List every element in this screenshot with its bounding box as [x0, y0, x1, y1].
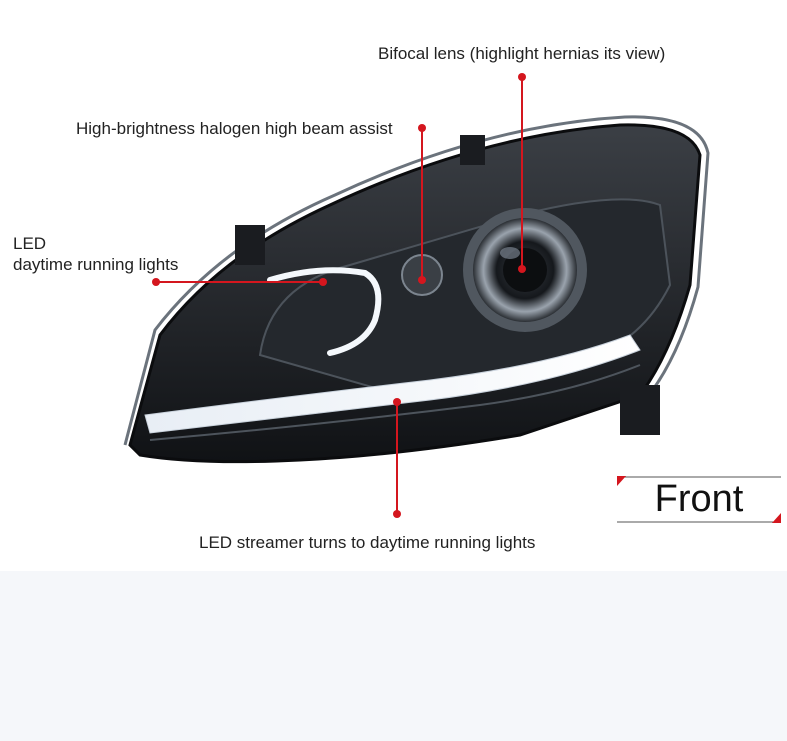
headlight-photo	[123, 115, 710, 464]
streamer-bottom-dot	[393, 510, 401, 518]
lower-blank-area	[0, 571, 787, 741]
halogen-leader-line	[421, 131, 423, 278]
streamer-leader-line	[396, 405, 398, 513]
halogen-top-dot	[418, 124, 426, 132]
halogen-label: High-brightness halogen high beam assist	[76, 119, 393, 138]
led-drl-target-dot	[319, 278, 327, 286]
front-badge: Front	[617, 476, 781, 523]
streamer-label: LED streamer turns to daytime running li…	[199, 533, 536, 552]
halogen-target-dot	[418, 276, 426, 284]
bifocal-lens-top-dot	[518, 73, 526, 81]
led-drl-leader-line	[158, 281, 322, 283]
led-drl-label-line1: LED	[13, 234, 47, 253]
led-drl-start-dot	[152, 278, 160, 286]
bifocal-lens-target-dot	[518, 265, 526, 273]
bifocal-lens-label: Bifocal lens (highlight hernias its view…	[378, 44, 666, 63]
front-badge-text: Front	[654, 478, 744, 520]
streamer-target-dot	[393, 398, 401, 406]
badge-frame	[617, 476, 781, 523]
product-image-panel: Bifocal lens (highlight hernias its view…	[13, 44, 781, 552]
bifocal-lens-leader-line	[521, 80, 523, 266]
led-drl-label-line2: daytime running lights	[13, 255, 179, 274]
